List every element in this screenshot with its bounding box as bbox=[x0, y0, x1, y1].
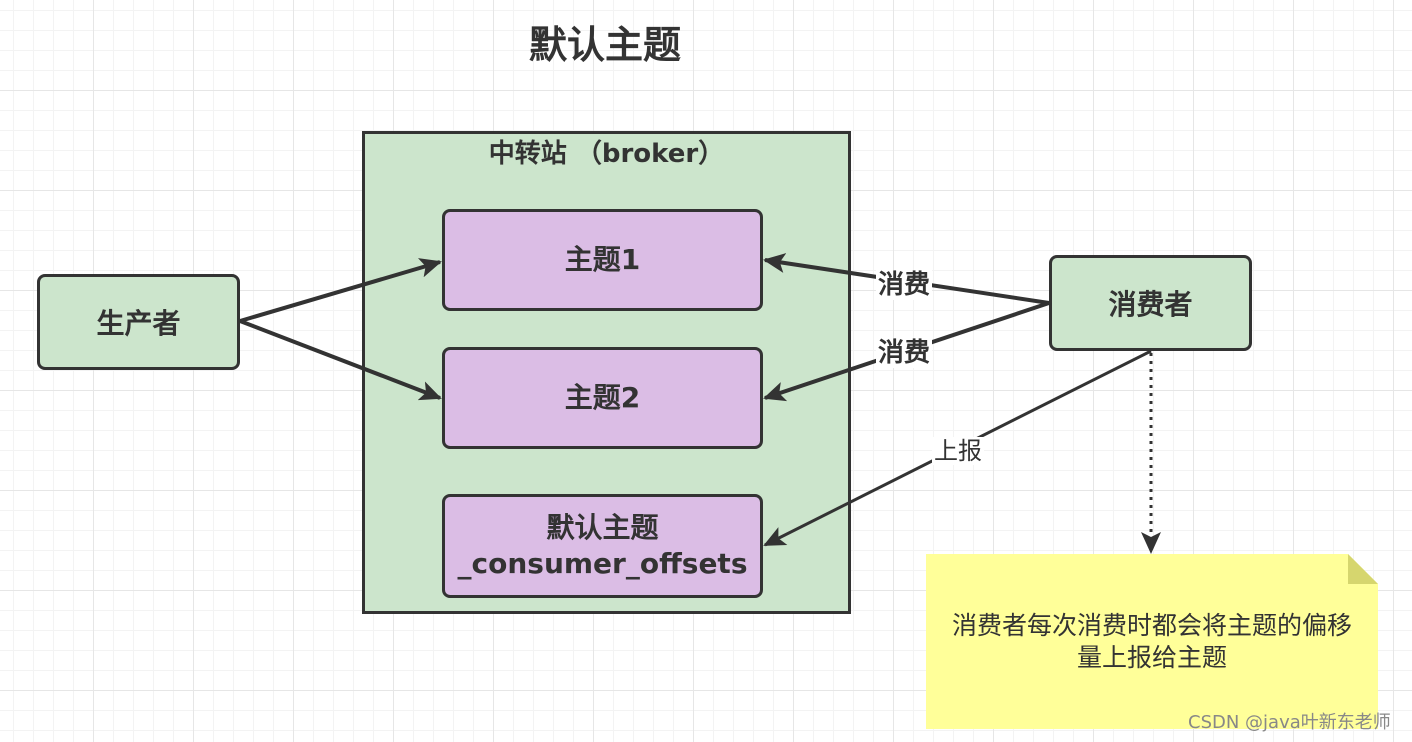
sticky-note bbox=[926, 554, 1378, 729]
diagram-title: 默认主题 bbox=[528, 23, 681, 67]
broker-label: 中转站 （broker） bbox=[488, 139, 725, 169]
sticky-note-text: 消费者每次消费时都会将主题的偏移量上报给主题 bbox=[951, 611, 1352, 672]
consumer-label: 消费者 bbox=[1108, 288, 1193, 321]
edge-label-report: 上报 bbox=[932, 437, 984, 465]
edge-producer-topic2 bbox=[239, 319, 442, 401]
topic2-node: 主题2 bbox=[442, 347, 763, 449]
default-topic-node: 默认主题 _consumer_offsets bbox=[442, 494, 763, 598]
topic1-node: 主题1 bbox=[442, 209, 763, 311]
topic1-label: 主题1 bbox=[564, 243, 641, 276]
topic2-label: 主题2 bbox=[564, 381, 641, 414]
edge-producer-topic1 bbox=[239, 258, 442, 323]
edge-label-consume-1: 消费 bbox=[876, 270, 933, 300]
default-topic-label: 默认主题 bbox=[546, 511, 659, 544]
consumer-offsets-label: _consumer_offsets bbox=[457, 547, 748, 580]
watermark: CSDN @java叶新东老师 bbox=[1188, 712, 1391, 733]
producer-label: 生产者 bbox=[96, 307, 181, 340]
producer-node: 生产者 bbox=[37, 274, 240, 370]
consumer-node: 消费者 bbox=[1049, 255, 1252, 351]
edge-label-consume-2: 消费 bbox=[876, 338, 933, 368]
